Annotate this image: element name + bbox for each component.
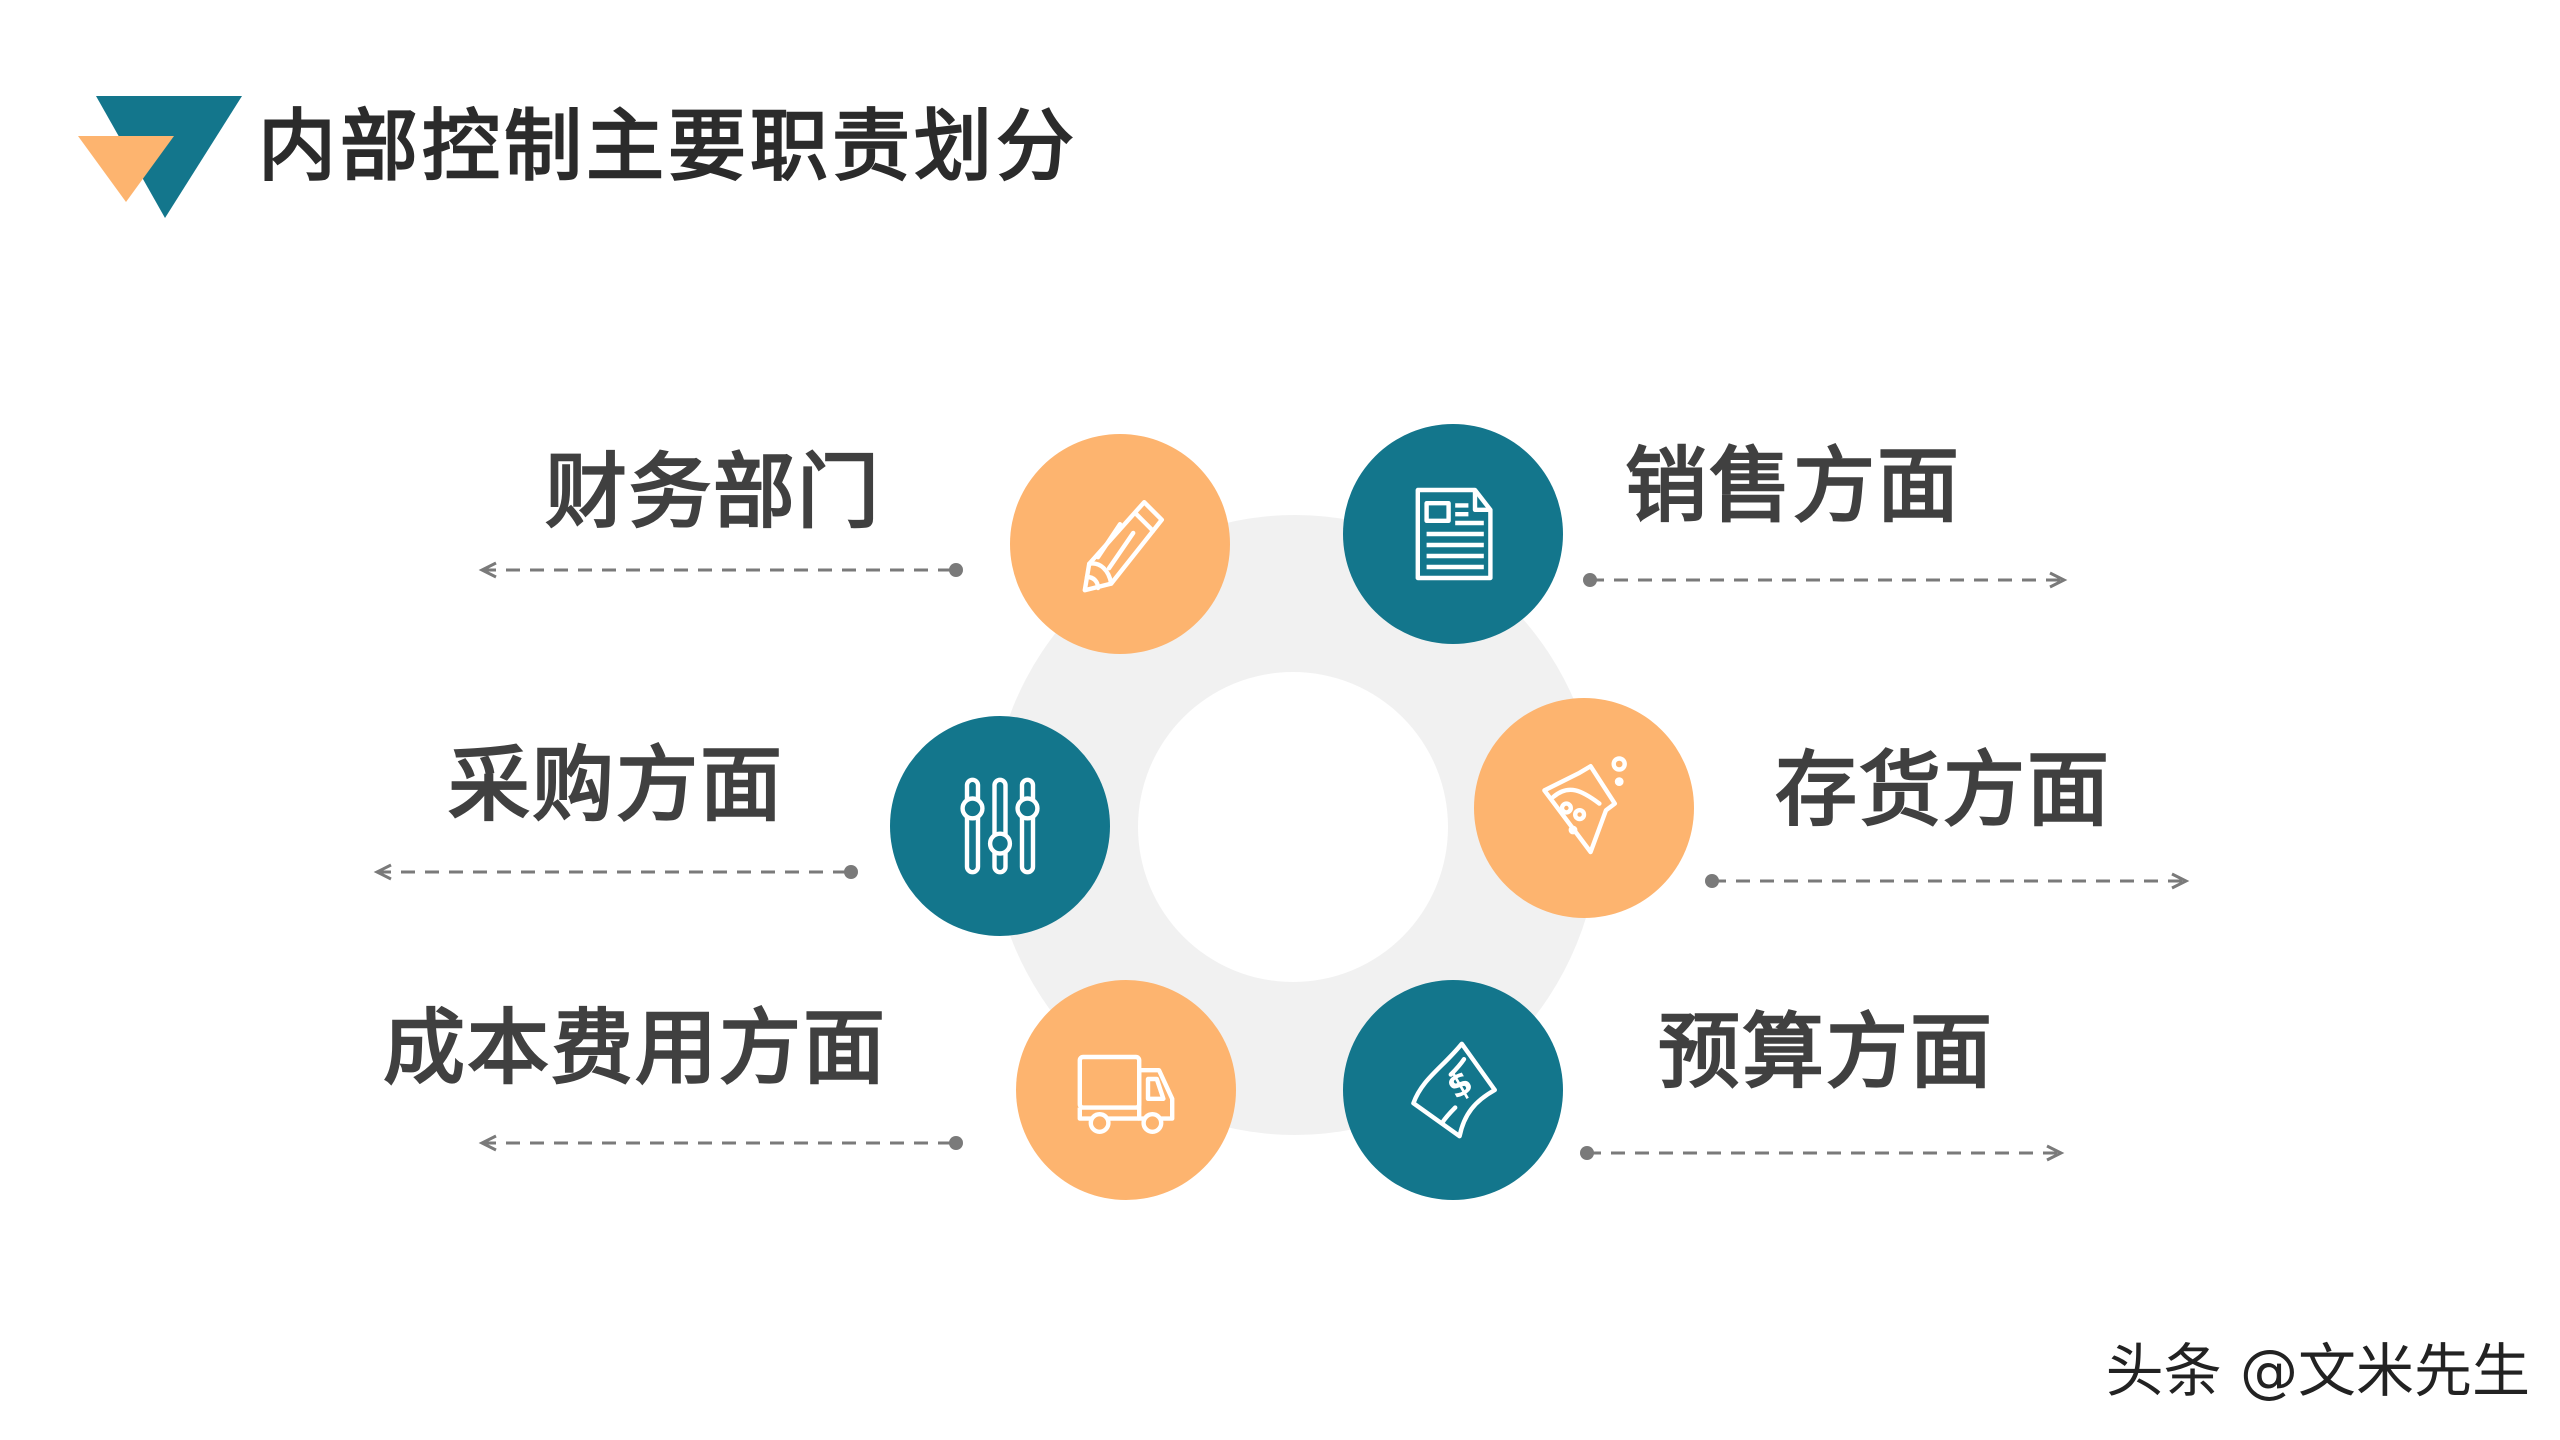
flask-icon: [1542, 756, 1627, 855]
connector-cost: [478, 1133, 968, 1153]
center-ring-hole: [1138, 672, 1448, 982]
label-sales: 销售方面: [1625, 439, 1962, 534]
node-finance: [1010, 434, 1230, 654]
sliders-icon: [960, 777, 1040, 875]
node-sales: [1343, 424, 1563, 644]
connector-purchasing: [373, 862, 863, 882]
label-purchasing: 采购方面: [448, 738, 785, 833]
connector-finance: [478, 560, 968, 580]
node-inventory: [1474, 698, 1694, 918]
node-purchasing: [890, 716, 1110, 936]
svg-text:$: $: [1440, 1061, 1479, 1106]
node-budget: $: [1343, 980, 1563, 1200]
logo: [78, 96, 248, 218]
truck-icon: [1077, 1054, 1175, 1134]
label-cost: 成本费用方面: [383, 1001, 888, 1096]
pencil-icon: [1082, 500, 1164, 593]
label-finance: 财务部门: [545, 445, 882, 540]
node-cost: [1016, 980, 1236, 1200]
watermark: 头条 @文米先生: [2105, 1337, 2530, 1405]
connector-budget: [1575, 1143, 2065, 1163]
money-icon: $: [1411, 1041, 1497, 1139]
connector-inventory: [1700, 871, 2190, 891]
document-icon: [1415, 487, 1493, 581]
page-title: 内部控制主要职责划分: [258, 102, 1079, 192]
connector-sales: [1578, 570, 2068, 590]
label-budget: 预算方面: [1658, 1005, 1995, 1100]
label-inventory: 存货方面: [1775, 743, 2112, 838]
